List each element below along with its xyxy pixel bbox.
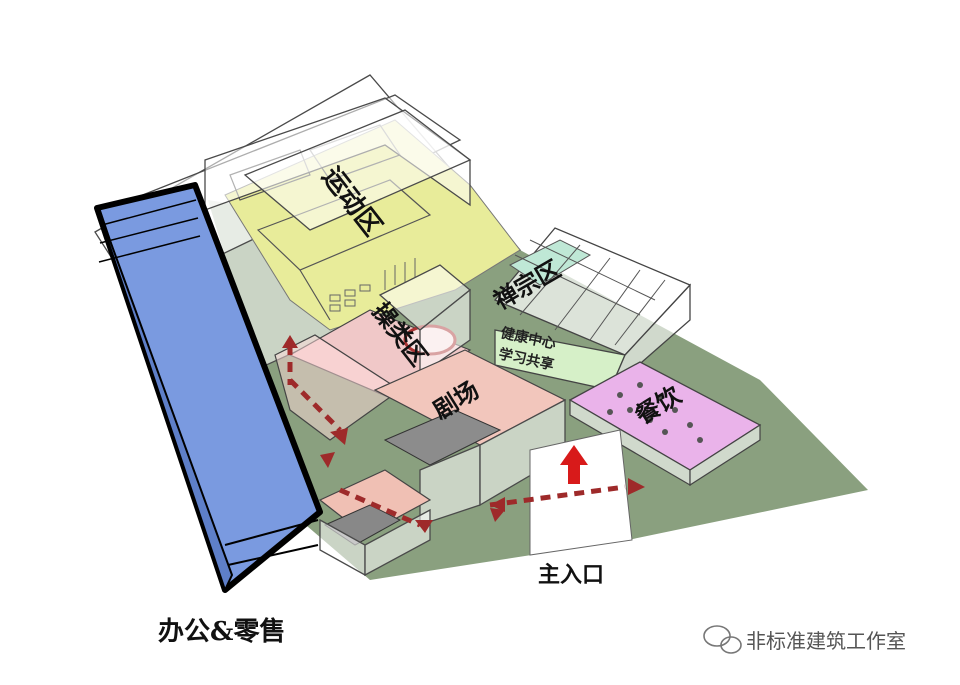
arrow-lower-studio	[338, 487, 422, 528]
arrowhead-up-left	[282, 335, 298, 348]
leisure-zone	[493, 227, 692, 391]
arrowhead-east	[628, 478, 645, 495]
theater-zone	[373, 349, 567, 526]
dining-tables	[607, 382, 703, 443]
dining-zone	[568, 361, 762, 487]
watermark-text: 非标准建筑工作室	[746, 629, 906, 653]
main-entry-arrow	[560, 445, 588, 484]
arrow-heads	[282, 335, 645, 533]
lower-studio	[318, 469, 432, 577]
wechat-icon	[703, 625, 742, 654]
arrowhead-studio	[415, 520, 433, 533]
arrowhead-west	[490, 497, 505, 512]
arrowhead-bottom	[490, 508, 505, 522]
office-retail-caption: 办公&零售	[158, 616, 285, 647]
arrowhead-down-left	[330, 428, 348, 445]
gym-equipment	[329, 258, 416, 312]
arrow-left-path	[288, 378, 342, 432]
arrow-center-left	[489, 484, 626, 508]
circulation-arrows	[287, 345, 626, 528]
main-entrance-caption: 主入口	[538, 562, 604, 588]
arrowhead-ground-left	[320, 452, 335, 468]
office-tower	[94, 182, 323, 593]
